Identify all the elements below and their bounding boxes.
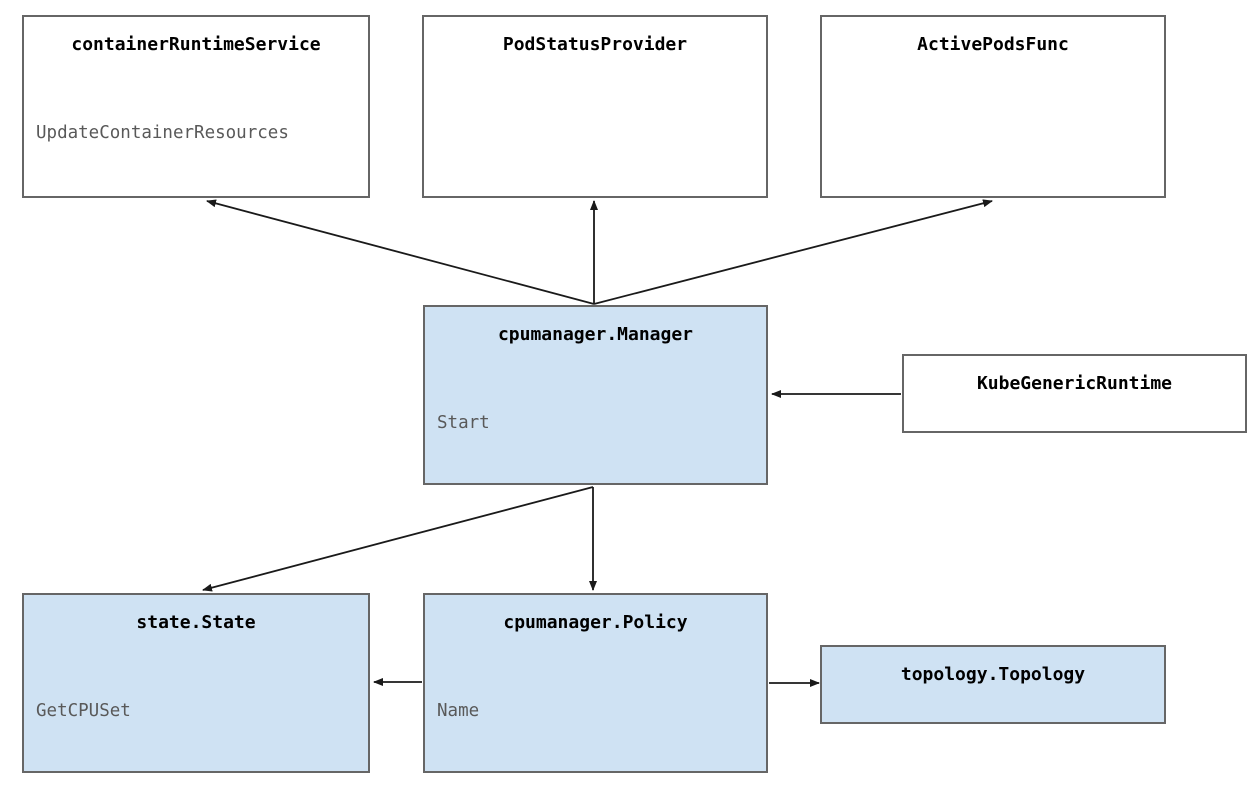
node-state-state[interactable]: state.State GetCPUSet GetDefaultCPUSet S… — [22, 593, 370, 773]
method-item: AddContainer — [437, 771, 766, 772]
method-item: UpdateContainerResources — [36, 123, 289, 143]
node-methods-cpumanager-manager: Start AddContainer RemoveContainer State — [425, 365, 766, 484]
node-methods-cpumanager-policy: Name AddContainer RemoveContainer — [425, 653, 766, 772]
node-title-cpumanager-policy: cpumanager.Policy — [503, 612, 688, 633]
node-title-state-state: state.State — [136, 612, 256, 633]
edge-manager-to-activePodsFunc — [593, 199, 993, 305]
node-activePodsFunc[interactable]: ActivePodsFunc — [820, 15, 1166, 198]
method-item: Name — [437, 701, 480, 721]
method-item: AddContainer — [437, 483, 766, 484]
method-item: GetCPUSet — [36, 701, 131, 721]
node-topology-topology[interactable]: topology.Topology — [820, 645, 1166, 724]
node-podStatusProvider[interactable]: PodStatusProvider — [422, 15, 768, 198]
node-cpumanager-manager[interactable]: cpumanager.Manager Start AddContainer Re… — [423, 305, 768, 485]
node-title-containerRuntimeService: containerRuntimeService — [71, 34, 321, 55]
node-cpumanager-policy[interactable]: cpumanager.Policy Name AddContainer Remo… — [423, 593, 768, 773]
node-title-kubeGenericRuntime: KubeGenericRuntime — [976, 373, 1173, 394]
node-title-cpumanager-manager: cpumanager.Manager — [497, 324, 694, 345]
method-item: GetDefaultCPUSet — [36, 771, 368, 772]
node-containerRuntimeService[interactable]: containerRuntimeService UpdateContainerR… — [22, 15, 370, 198]
node-title-podStatusProvider: PodStatusProvider — [502, 34, 688, 55]
node-title-activePodsFunc: ActivePodsFunc — [917, 34, 1069, 55]
node-kubeGenericRuntime[interactable]: KubeGenericRuntime — [902, 354, 1247, 433]
edge-manager-to-stateState — [202, 486, 594, 592]
node-methods-containerRuntimeService: UpdateContainerResources — [24, 75, 368, 193]
edge-manager-to-containerRuntimeService — [206, 199, 595, 305]
node-methods-state-state: GetCPUSet GetDefaultCPUSet SetCPUSet Set… — [24, 653, 368, 772]
method-item: Start — [437, 413, 490, 433]
node-title-topology-topology: topology.Topology — [900, 664, 1086, 685]
